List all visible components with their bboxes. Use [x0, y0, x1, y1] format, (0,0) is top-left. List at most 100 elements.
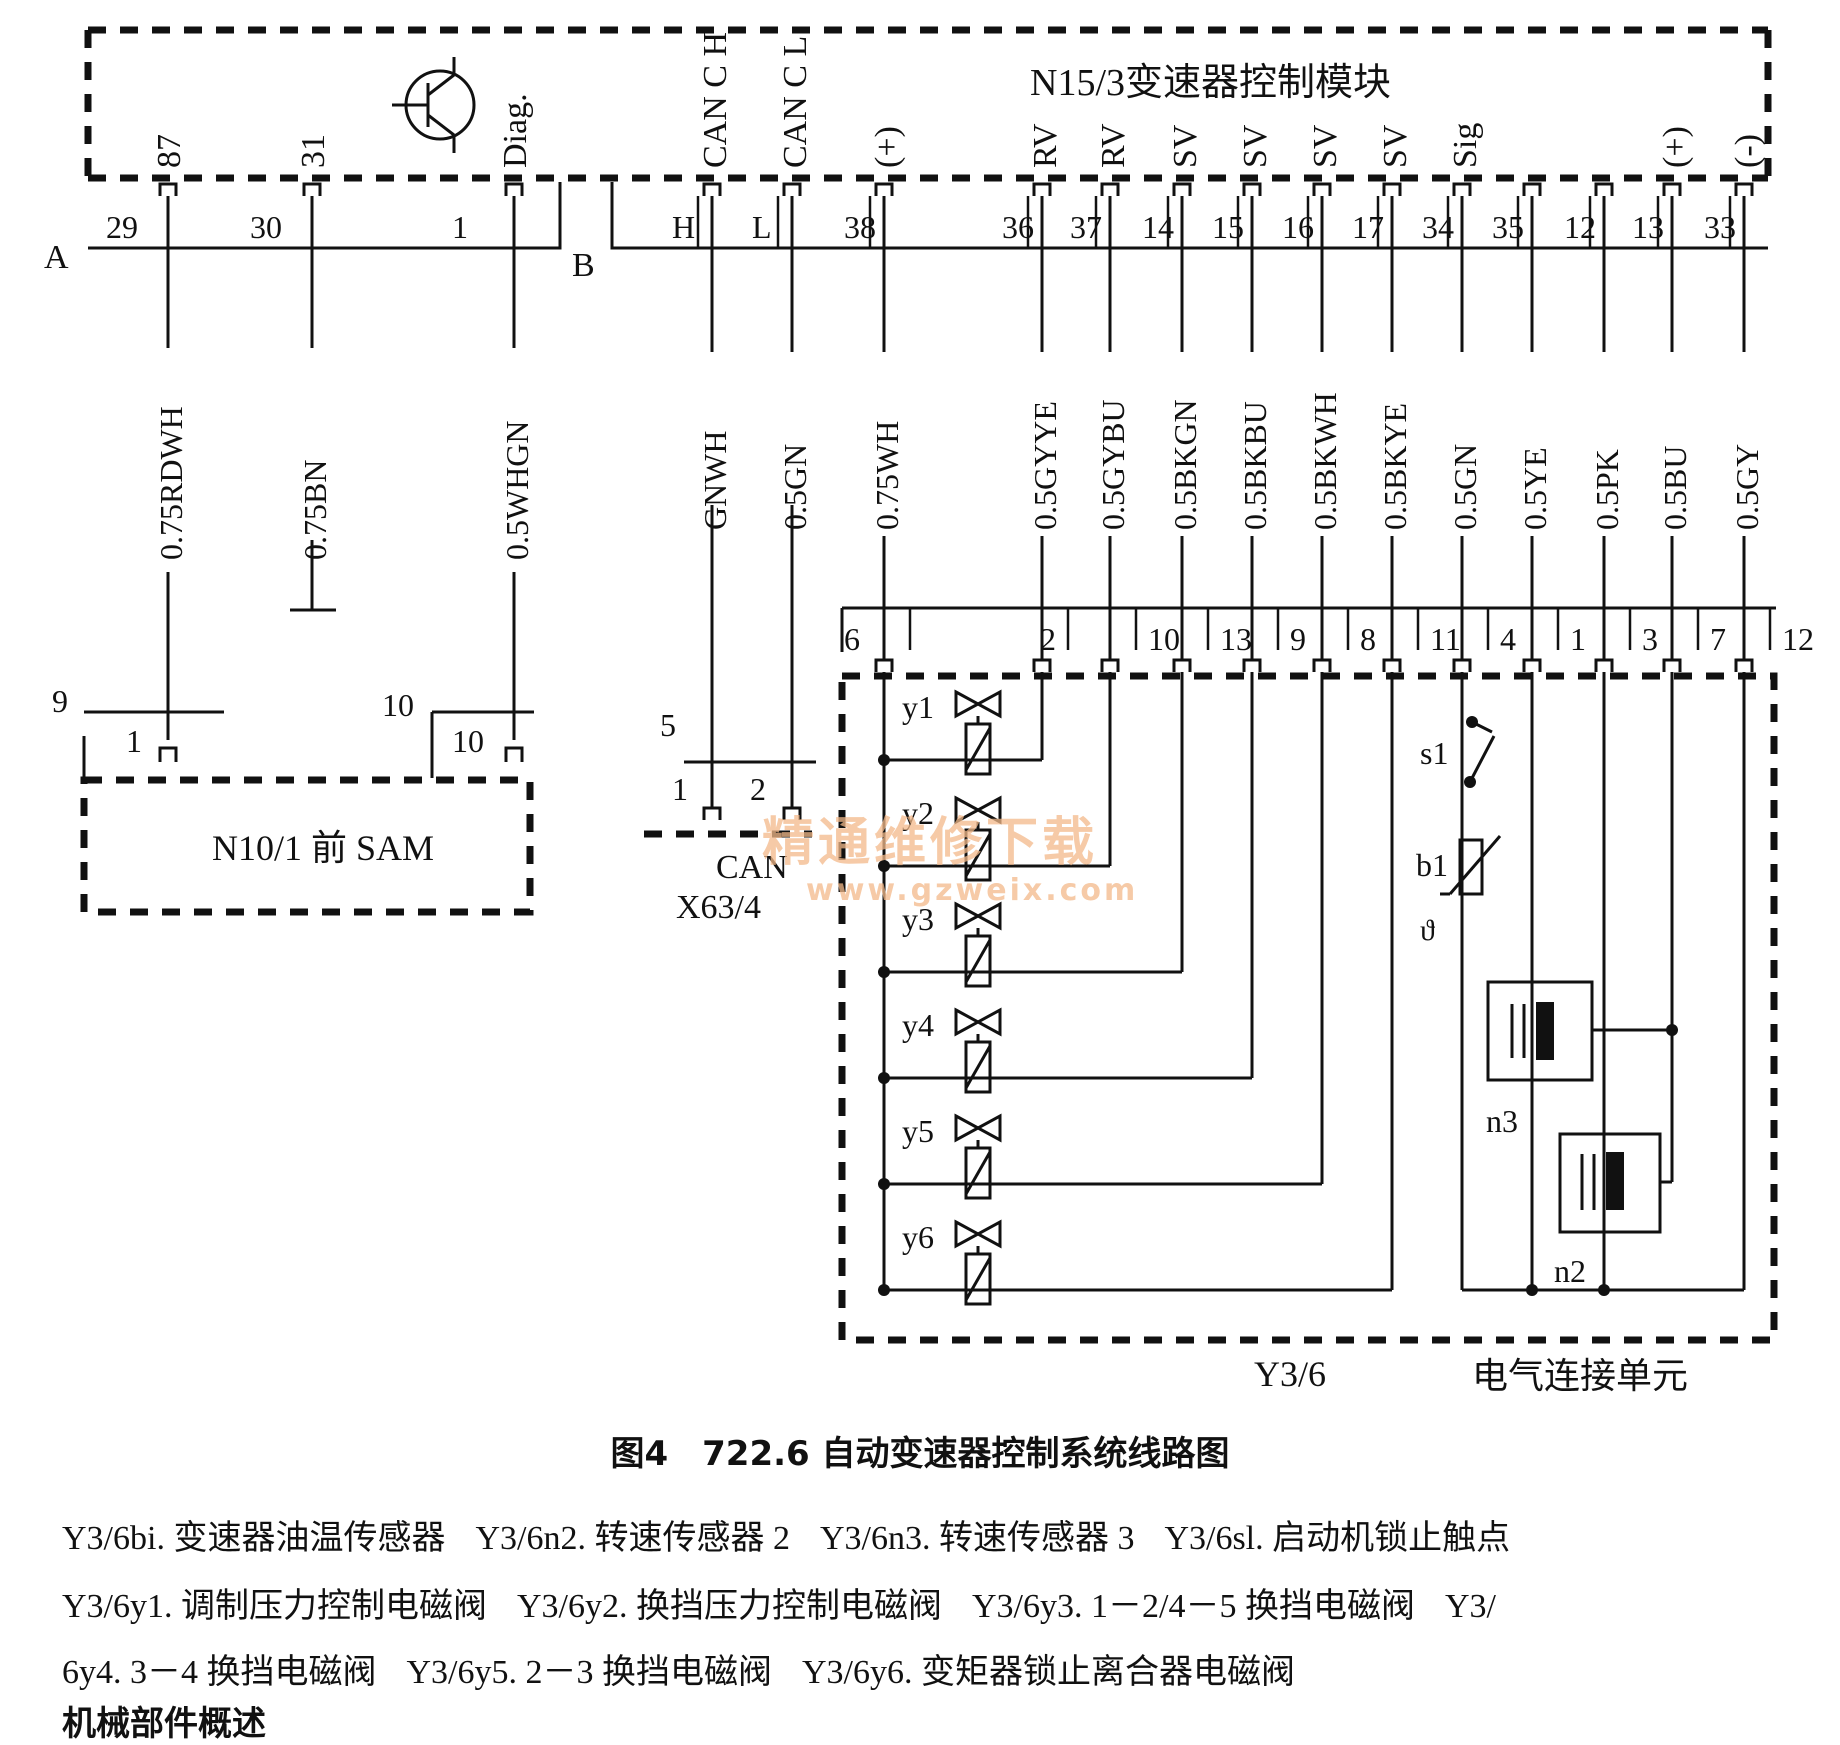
sam-pin-1: 1 [126, 723, 142, 759]
module-a-func-0: 87 [151, 134, 188, 168]
can-label: CAN [716, 849, 788, 886]
legend-item: Y3/6y6. 变矩器锁止离合器电磁阀 [802, 1654, 1295, 1691]
wire-b-11: 0.5PK [1589, 449, 1625, 530]
watermark-url: www.gzweix.com [806, 873, 1138, 908]
valve-y3-label: y3 [902, 901, 934, 937]
module-b-func-1: CAN C L [777, 36, 814, 168]
y36-pin-13: 13 [1220, 621, 1252, 657]
connector-b-label: B [572, 247, 595, 284]
y36-pin-2: 2 [1040, 621, 1056, 657]
module-b-pin-7: 16 [1282, 209, 1314, 245]
legend-item: Y3/6y2. 换挡压力控制电磁阀 [517, 1588, 942, 1625]
unit-name: 电气连接单元 [1472, 1356, 1688, 1396]
speed-sensor-n2-icon [1558, 1132, 1662, 1234]
theta-symbol: ϑ [1420, 914, 1435, 947]
module-b-pin-0: H [672, 209, 695, 245]
connector-a-label: A [44, 239, 69, 276]
wire-2-a: 0.5WHGN [499, 420, 535, 560]
legend-item: Y3/ [1444, 1588, 1496, 1625]
transistor-icon [392, 57, 476, 153]
wire-b-2: 0.75WH [869, 421, 905, 530]
y36-outline [838, 672, 1778, 1344]
valve-y5-icon [954, 1113, 1002, 1200]
module-b-pin-12: 13 [1632, 209, 1664, 245]
legend-item: Y3/6n3. 转速传感器 3 [819, 1520, 1135, 1557]
valve-y4-icon [954, 1007, 1002, 1094]
wire-b-5: 0.5BKGN [1167, 399, 1203, 530]
module-a-pin-29: 29 [106, 209, 138, 245]
module-b-func-2: (+) [869, 126, 906, 168]
unit-code: Y3/6 [1254, 1354, 1326, 1394]
sam-pin-9: 9 [52, 683, 68, 719]
module-outline [84, 26, 1768, 182]
wire-b-9: 0.5GN [1447, 444, 1483, 530]
speed-sensor-n3-label: n3 [1486, 1103, 1518, 1139]
legend-item: Y3/6y5. 2－3 换挡电磁阀 [406, 1654, 773, 1691]
sam-pin-10-inner: 10 [452, 723, 484, 759]
legend-item: Y3/6y3. 1－2/4－5 换挡电磁阀 [972, 1588, 1415, 1625]
module-b-func-7: SV [1307, 124, 1344, 168]
valve-y2-icon [954, 795, 1002, 882]
temp-sensor-b1-label: b1 [1416, 847, 1448, 883]
cut-off-heading: 机械部件概述 [62, 1706, 266, 1743]
module-b-func-6: SV [1237, 124, 1274, 168]
module-b-pin-5: 14 [1142, 209, 1174, 245]
module-b-pin-8: 17 [1352, 209, 1384, 245]
module-b-pin-1: L [752, 209, 772, 245]
module-a-pin-30: 30 [250, 209, 282, 245]
wire-b-0: GNWH [697, 430, 733, 530]
module-title: N15/3变速器控制模块 [1030, 62, 1391, 104]
wire-b-4: 0.5GYBU [1095, 399, 1131, 530]
y36-pin-10: 10 [1148, 621, 1180, 657]
module-b-func-12: (+) [1657, 126, 1694, 168]
module-b-pin-6: 15 [1212, 209, 1244, 245]
module-b-pin-3: 36 [1002, 209, 1034, 245]
wire-0-a: 0.75RDWH [153, 406, 189, 560]
valve-y1-icon [954, 689, 1002, 776]
sam-pin-10-outer: 10 [382, 687, 414, 723]
module-b-pin-11: 12 [1564, 209, 1596, 245]
y36-pin-4: 4 [1500, 621, 1516, 657]
module-a-func-1: 31 [295, 134, 332, 168]
module-b-func-4: RV [1095, 123, 1132, 168]
module-a-func-2: Diag. [497, 93, 534, 168]
wire-b-3: 0.5GYYE [1027, 401, 1063, 530]
wire-1-a: 0.75BN [297, 460, 333, 560]
legend-row-3: 6y4. 3－4 换挡电磁阀 Y3/6y5. 2－3 换挡电磁阀 Y3/6y6. 变… [62, 1644, 1822, 1693]
y36-pin-1: 1 [1570, 621, 1586, 657]
module-b-func-3: RV [1027, 123, 1064, 168]
wire-b-1: 0.5GN [777, 444, 813, 530]
y36-pin-3: 3 [1642, 621, 1658, 657]
valve-y3-icon [954, 901, 1002, 988]
legend-item: Y3/6y1. 调制压力控制电磁阀 [62, 1588, 487, 1625]
module-b-pin-9: 34 [1422, 209, 1454, 245]
can-pin-1: 1 [672, 771, 688, 807]
module-b-func-0: CAN C H [697, 32, 734, 168]
sam-label: N10/1 前 SAM [212, 828, 434, 868]
module-b-func-9: Sig [1447, 123, 1484, 168]
y36-pin-8: 8 [1360, 621, 1376, 657]
wire-b-12: 0.5BU [1657, 446, 1693, 530]
module-b-func-13: (-) [1729, 134, 1766, 168]
switch-s1-icon [1464, 716, 1496, 788]
can-pin-5: 5 [660, 707, 676, 743]
figure-caption: 图4 722.6 自动变速器控制系统线路图 [610, 1434, 1230, 1474]
valve-y4-label: y4 [902, 1007, 934, 1043]
module-b-pin-13: 33 [1704, 209, 1736, 245]
speed-sensor-n2-label: n2 [1554, 1253, 1586, 1289]
y36-pin-9: 9 [1290, 621, 1306, 657]
sam-outline [80, 776, 534, 916]
module-b-pin-10: 35 [1492, 209, 1524, 245]
switch-s1-label: s1 [1420, 735, 1448, 771]
y36-pin-7: 7 [1710, 621, 1726, 657]
watermark-cn: 精通维修下载 [762, 813, 1098, 873]
valve-y5-label: y5 [902, 1113, 934, 1149]
legend-item: 6y4. 3－4 换挡电磁阀 [62, 1654, 377, 1691]
module-b-pin-2: 38 [844, 209, 876, 245]
module-b-func-8: SV [1377, 124, 1414, 168]
can-connector-label: X63/4 [676, 889, 761, 926]
legend-row-2: Y3/6y1. 调制压力控制电磁阀 Y3/6y2. 换挡压力控制电磁阀 Y3/6y3… [62, 1578, 1822, 1627]
wire-b-13: 0.5GY [1729, 444, 1765, 530]
